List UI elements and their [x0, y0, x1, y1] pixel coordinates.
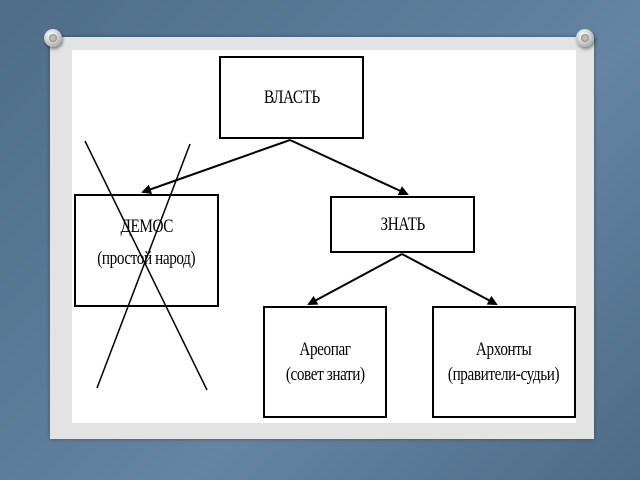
node-power: ВЛАСТЬ: [219, 56, 364, 139]
node-archons-label-line2: (правители-судьи): [448, 364, 560, 385]
node-areopagus-label-line1: Ареопаг: [299, 339, 351, 360]
node-archons: Архонты (правители-судьи): [432, 306, 576, 418]
node-areopagus: Ареопаг (совет знати): [263, 306, 387, 418]
node-nobility: ЗНАТЬ: [330, 196, 475, 253]
node-demos: ДЕМОС (простой народ): [74, 194, 219, 307]
node-power-label: ВЛАСТЬ: [263, 87, 320, 108]
pushpin-icon-left: [44, 29, 62, 47]
node-demos-label-line1: ДЕМОС: [120, 216, 173, 237]
node-demos-label-line2: (простой народ): [97, 248, 196, 269]
node-nobility-label: ЗНАТЬ: [380, 214, 425, 235]
node-archons-label-line1: Архонты: [476, 339, 532, 360]
node-areopagus-label-line2: (совет знати): [285, 364, 365, 385]
pushpin-icon-right: [576, 29, 594, 47]
